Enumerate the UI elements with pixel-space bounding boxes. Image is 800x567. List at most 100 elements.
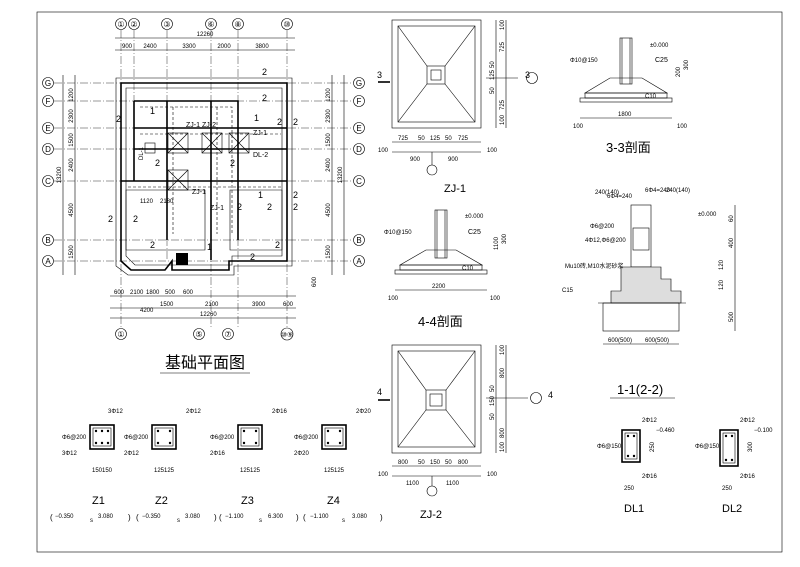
svg-text:4Φ12,Φ6@200: 4Φ12,Φ6@200: [585, 238, 626, 244]
section-4-4: ±0.000 C25 Φ10@150 C10 1100 300 100 2200…: [384, 209, 508, 329]
plan-label: ZJ-2: [202, 122, 216, 129]
svg-text:Φ6@200: Φ6@200: [210, 435, 235, 441]
svg-text:Φ6@200: Φ6@200: [124, 435, 149, 441]
right-dim: 1500: [326, 245, 332, 259]
svg-text:2: 2: [275, 240, 280, 250]
svg-text:2: 2: [116, 114, 121, 124]
axis-label: C: [356, 177, 362, 186]
svg-text:100: 100: [500, 344, 506, 355]
svg-text:2: 2: [293, 117, 298, 127]
left-dim: 4500: [69, 203, 75, 217]
top-dim: 2000: [217, 44, 231, 50]
bottom-dim: 500: [165, 290, 176, 296]
svg-text:2: 2: [108, 214, 113, 224]
svg-text:C10: C10: [645, 94, 657, 100]
top-dim: 2400: [143, 44, 157, 50]
svg-text:(: (: [136, 513, 139, 522]
svg-text:800: 800: [500, 367, 506, 378]
svg-text:−0.350: −0.350: [142, 514, 161, 520]
svg-text:120: 120: [719, 259, 725, 270]
svg-text:300: 300: [502, 233, 508, 244]
bottom-dim: 600: [283, 302, 294, 308]
svg-text:1: 1: [254, 113, 259, 123]
inner-dim: 1120: [140, 199, 154, 205]
svg-text:150150: 150150: [92, 468, 113, 474]
svg-text:2Φ16: 2Φ16: [642, 474, 657, 480]
svg-text:3.080: 3.080: [98, 514, 114, 520]
svg-text:2: 2: [262, 67, 267, 77]
top-total-dim: 12260: [197, 32, 214, 38]
right-total-dim: 13200: [338, 166, 344, 183]
svg-text:400: 400: [729, 237, 735, 248]
section-3-3: ±0.000 C25 Φ10@150 C10 200 300 100 1800 …: [570, 37, 690, 155]
svg-text:±0.000: ±0.000: [698, 212, 717, 218]
plan-label: ZJ-1: [186, 122, 200, 129]
axis-label: ①: [117, 20, 124, 29]
section-mark: 3: [377, 70, 382, 80]
svg-text:60: 60: [729, 215, 735, 222]
svg-text:2: 2: [155, 158, 160, 168]
svg-text:2Φ16: 2Φ16: [272, 409, 287, 415]
z1-title: Z1: [92, 495, 105, 507]
svg-text:s: s: [177, 518, 180, 524]
svg-text:900: 900: [410, 157, 421, 163]
svg-text:C15: C15: [562, 288, 574, 294]
svg-text:120: 120: [719, 279, 725, 290]
right-dim: 1200: [326, 88, 332, 102]
axis-label: C: [45, 177, 51, 186]
svg-text:±0.000: ±0.000: [465, 214, 484, 220]
right-axis-bubbles: G F E D C B A: [353, 77, 365, 267]
svg-text:100: 100: [500, 441, 506, 452]
top-dim: 3800: [255, 44, 269, 50]
axis-label: ⑥: [207, 20, 214, 29]
top-axis-bubbles: ① ② ③ ⑥ ⑧ ⑩: [115, 18, 293, 30]
axis-label: E: [45, 124, 50, 133]
svg-text:50: 50: [418, 136, 425, 142]
svg-text:C10: C10: [462, 266, 474, 272]
column-z2: 2Φ12 Φ6@200 2Φ12 125125 Z2 −0.350 3.080 …: [124, 409, 217, 524]
svg-text:725: 725: [500, 41, 506, 52]
svg-text:Mu10砖,M10水泥砂浆: Mu10砖,M10水泥砂浆: [565, 262, 623, 270]
svg-text:1: 1: [207, 242, 212, 252]
sec11-title: 1-1(2-2): [617, 382, 663, 397]
svg-text:50: 50: [490, 61, 496, 68]
svg-text:±0.000: ±0.000: [650, 43, 669, 49]
svg-text:Φ6@200: Φ6@200: [294, 435, 319, 441]
svg-text:100: 100: [677, 124, 688, 130]
axis-label: F: [357, 97, 362, 106]
bottom-axis-bubbles: ① ⑤ ⑦ ⑩⑨: [115, 327, 294, 341]
svg-text:725: 725: [458, 136, 469, 142]
zj2-footing: 4 4 100 800 50 150 50 800 100 1100 1100 …: [377, 344, 553, 521]
svg-text:−1.100: −1.100: [225, 514, 244, 520]
svg-text:2: 2: [150, 240, 155, 250]
svg-text:800: 800: [398, 460, 409, 466]
svg-text:300: 300: [684, 59, 690, 70]
axis-label: D: [45, 145, 51, 154]
svg-text:C25: C25: [655, 57, 668, 64]
svg-text:6.300: 6.300: [268, 514, 284, 520]
svg-text:50: 50: [490, 413, 496, 420]
svg-text:1: 1: [258, 190, 263, 200]
svg-text:Φ10@150: Φ10@150: [570, 58, 598, 64]
sheet-border: [36, 11, 783, 553]
svg-text:2Φ20: 2Φ20: [356, 409, 371, 415]
svg-text:500: 500: [729, 311, 735, 322]
svg-text:50: 50: [490, 385, 496, 392]
svg-text:250: 250: [722, 486, 733, 492]
svg-text:): ): [380, 513, 383, 522]
plan-label: ZJ-1: [192, 189, 206, 196]
section-mark: 4: [548, 390, 553, 400]
svg-text:2: 2: [237, 202, 242, 212]
left-dim: 2400: [69, 158, 75, 172]
svg-text:⑤: ⑤: [195, 330, 202, 339]
svg-text:50: 50: [418, 460, 425, 466]
z4-title: Z4: [327, 495, 340, 507]
bottom-dim: 1800: [146, 290, 160, 296]
svg-text:725: 725: [398, 136, 409, 142]
svg-text:600(500): 600(500): [608, 338, 632, 344]
svg-text:6Φ4=240: 6Φ4=240: [607, 194, 633, 200]
plan-label: DL-1: [139, 146, 145, 160]
bottom-total-dim: 12260: [200, 312, 217, 318]
z2-title: Z2: [155, 495, 168, 507]
